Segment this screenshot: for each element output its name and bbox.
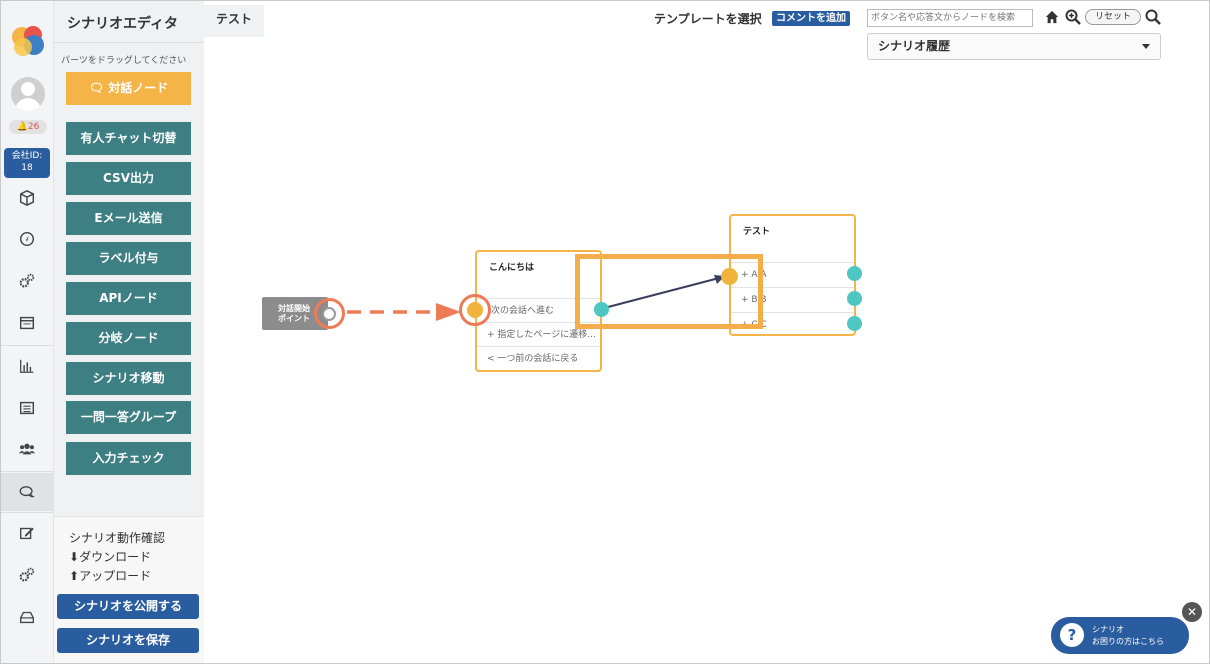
- start-port-highlight-ring: [314, 298, 345, 329]
- scenario-history-select[interactable]: シナリオ履歴: [867, 33, 1161, 60]
- node2-output-port-a[interactable]: [847, 266, 862, 281]
- palette-scenario-move[interactable]: シナリオ移動: [66, 362, 191, 395]
- nav-chart-icon[interactable]: [1, 347, 53, 385]
- dashed-arrowhead: [436, 303, 461, 321]
- scenario-tab[interactable]: テスト: [204, 5, 264, 37]
- reset-button[interactable]: リセット: [1085, 9, 1141, 25]
- nav-edit-icon[interactable]: [1, 514, 53, 552]
- palette-human-chat-switch[interactable]: 有人チャット切替: [66, 122, 191, 155]
- palette-qa-group[interactable]: 一問一答グループ: [66, 401, 191, 434]
- chevron-down-icon: [1142, 44, 1150, 49]
- add-comment-button[interactable]: コメントを追加: [772, 11, 850, 26]
- panel-hint: パーツをドラッグしてください: [61, 56, 187, 66]
- panel-actions: シナリオ動作確認 ⬇ダウンロード ⬆アップロード シナリオを公開する シナリオを…: [54, 516, 204, 663]
- node-row[interactable]: + 指定したページに遷移...: [477, 322, 600, 346]
- palette-panel: シナリオエディタ パーツをドラッグしてください 🗨 対話ノード 有人チャット切替…: [54, 1, 204, 663]
- chat-bubble-icon: 🗨: [88, 81, 105, 95]
- node2-output-port-c[interactable]: [847, 316, 862, 331]
- palette-branch-node[interactable]: 分岐ノード: [66, 322, 191, 355]
- close-icon[interactable]: ✕: [1182, 602, 1202, 622]
- node2-output-port-b[interactable]: [847, 291, 862, 306]
- palette-email-send[interactable]: Eメール送信: [66, 202, 191, 235]
- node-row[interactable]: 次の会話へ進む: [477, 298, 600, 322]
- nav-gears-icon[interactable]: [1, 262, 53, 300]
- company-id-badge: 会社ID:18: [4, 148, 50, 178]
- node1-output-port[interactable]: [594, 302, 609, 317]
- nav-window-icon[interactable]: [1, 304, 53, 342]
- template-select[interactable]: テンプレートを選択: [654, 12, 762, 26]
- node-row[interactable]: + A A: [731, 262, 854, 286]
- node-row[interactable]: + B B: [731, 287, 854, 311]
- palette-csv-output[interactable]: CSV出力: [66, 162, 191, 195]
- node2-input-port[interactable]: [721, 268, 738, 285]
- palette-api-node[interactable]: APIノード: [66, 282, 191, 315]
- node-row[interactable]: < 一つ前の会話に戻る: [477, 346, 600, 370]
- help-widget[interactable]: ? シナリオ お困りの方はこちら: [1051, 617, 1189, 654]
- user-avatar[interactable]: [11, 77, 45, 111]
- notification-badge[interactable]: 🔔26: [9, 120, 47, 134]
- panel-title: シナリオエディタ: [67, 16, 179, 32]
- publish-scenario-button[interactable]: シナリオを公開する: [57, 594, 199, 619]
- app-logo-icon[interactable]: [10, 23, 46, 59]
- search-icon[interactable]: [1145, 9, 1161, 25]
- zoom-in-icon[interactable]: [1065, 9, 1081, 25]
- upload-icon: ⬆: [69, 569, 80, 583]
- palette-talk-node[interactable]: 🗨 対話ノード: [66, 72, 191, 105]
- upload-link[interactable]: ⬆アップロード: [69, 569, 152, 583]
- node-title: テスト: [743, 227, 771, 237]
- icon-rail: 🔔26 会社ID:18: [1, 1, 54, 663]
- nav-inbox-icon[interactable]: [1, 598, 53, 636]
- nav-chat-icon[interactable]: [1, 473, 53, 511]
- dialog-node-konnichiwa[interactable]: こんにちは 次の会話へ進む + 指定したページに遷移... < 一つ前の会話に戻…: [475, 250, 602, 372]
- nav-compass-icon[interactable]: [1, 220, 53, 258]
- nav-settings-icon[interactable]: [1, 556, 53, 594]
- nav-list-icon[interactable]: [1, 389, 53, 427]
- home-icon[interactable]: [1045, 10, 1059, 24]
- download-icon: ⬇: [69, 550, 80, 564]
- nav-package-icon[interactable]: [1, 179, 53, 217]
- edge-highlight-box: [575, 254, 763, 329]
- save-scenario-button[interactable]: シナリオを保存: [57, 628, 199, 653]
- download-link[interactable]: ⬇ダウンロード: [69, 550, 152, 564]
- node1-input-highlight-ring: [459, 294, 491, 326]
- scenario-test-link[interactable]: シナリオ動作確認: [69, 531, 166, 545]
- node-search-input[interactable]: [867, 9, 1033, 27]
- nav-users-icon[interactable]: [1, 430, 53, 468]
- palette-label-assign[interactable]: ラベル付与: [66, 242, 191, 275]
- palette-input-check[interactable]: 入力チェック: [66, 442, 191, 475]
- question-icon: ?: [1060, 623, 1084, 647]
- node-title: こんにちは: [489, 263, 535, 273]
